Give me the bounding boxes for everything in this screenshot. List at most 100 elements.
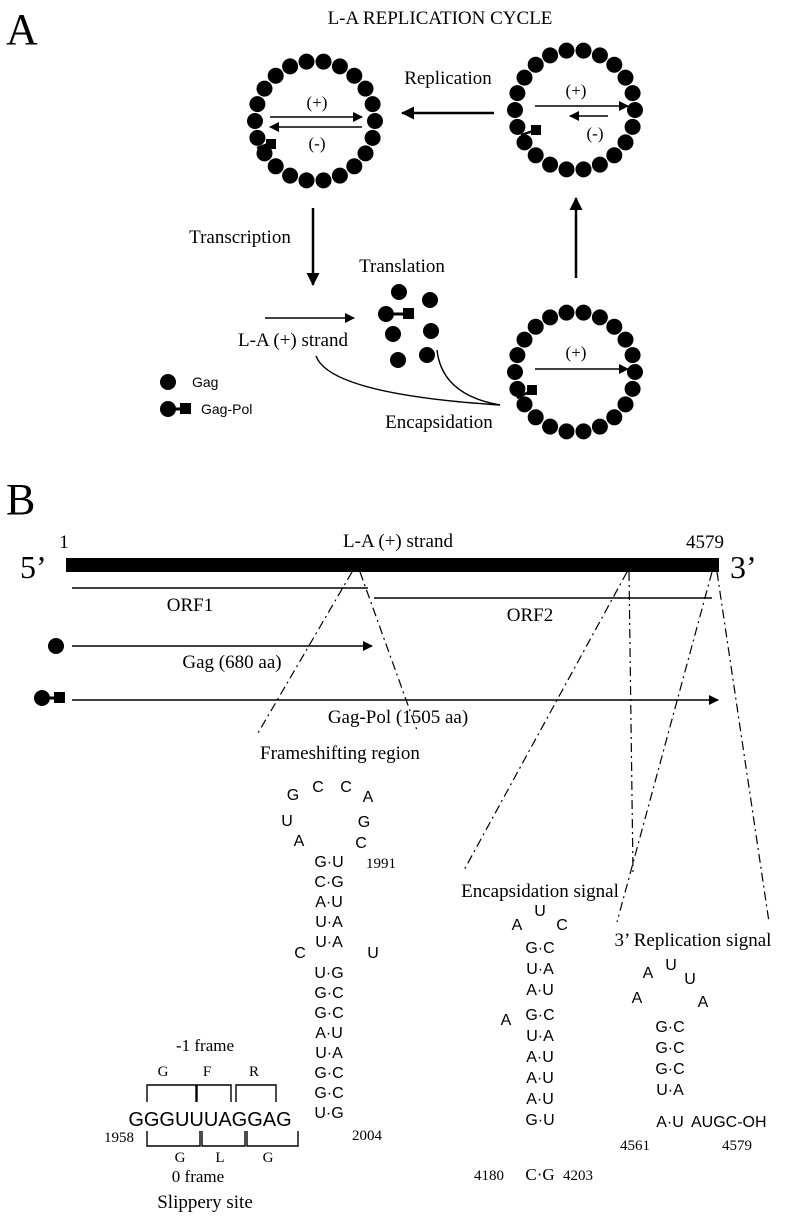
codon-minus1-3: R [249, 1064, 259, 1080]
capsid-bead [591, 156, 608, 173]
transcription-label: Transcription [189, 227, 291, 248]
capsid-bead [509, 347, 526, 364]
gag-pol-in-particle-2 [520, 125, 541, 137]
capsid-bead [627, 364, 643, 380]
enc-bulge: A [501, 1012, 512, 1029]
rep-closing-pair: A·U [656, 1114, 684, 1131]
capsid-bead [624, 347, 641, 364]
capsid-bead [606, 56, 623, 73]
capsid-bead [516, 331, 533, 348]
capsid-bead [509, 380, 526, 397]
capsid-bead [249, 96, 266, 113]
svg-text:C: C [312, 779, 324, 796]
minus-label-1: (-) [309, 134, 326, 153]
capsid-bead [558, 42, 575, 59]
base-pair: U·A [526, 1028, 554, 1045]
capsid-bead [606, 147, 623, 164]
capsid-bead [282, 58, 299, 75]
capsid-bead [624, 118, 641, 135]
capsid-bead [606, 318, 623, 335]
capsid-bead [591, 418, 608, 435]
svg-text:A: A [363, 789, 374, 806]
replication-label: Replication [404, 68, 492, 89]
capsid-bead [516, 396, 533, 413]
base-pair: G·C [655, 1061, 684, 1078]
base-pair: A·U [526, 1070, 554, 1087]
rep-guide-right [716, 571, 770, 923]
fs-bulge-left: C [294, 945, 306, 962]
capsid-bead [624, 85, 641, 102]
legend-gag-symbol [160, 374, 176, 390]
capsid-bead [331, 167, 348, 184]
capsid-bead [542, 156, 559, 173]
rep-3prime-tail: AUGC-OH [691, 1114, 767, 1131]
base-pair: G·U [314, 854, 343, 871]
base-pair: U·A [315, 934, 343, 951]
capsid-bead [575, 423, 592, 440]
base-pair: U·G [314, 965, 343, 982]
base-pair: A·U [315, 894, 343, 911]
capsid-bead [346, 67, 363, 84]
capsid-bead [527, 56, 544, 73]
plus-strand-label: L-A (+) strand [238, 330, 348, 351]
svg-text:U: U [534, 903, 546, 920]
svg-text:A: A [698, 994, 709, 1011]
cycle-title: L-A REPLICATION CYCLE [328, 8, 553, 29]
svg-text:C: C [556, 917, 568, 934]
capsid-bead [516, 134, 533, 151]
capsid-bead [575, 304, 592, 321]
orf2-label: ORF2 [507, 605, 553, 626]
pos-4579-b: 4579 [722, 1138, 752, 1154]
svg-text:U: U [665, 957, 677, 974]
svg-text:A: A [632, 990, 643, 1007]
svg-text:A: A [294, 833, 305, 850]
capsid-bead [249, 129, 266, 146]
gag-pol-symbol [34, 690, 65, 706]
capsid-bead [617, 134, 634, 151]
base-pair: G·C [314, 1065, 343, 1082]
base-pair: U·A [315, 1045, 343, 1062]
capsid-bead [267, 67, 284, 84]
translation-label: Translation [359, 256, 445, 277]
slippery-sequence: GGGUUUAGGAG [128, 1109, 291, 1131]
pos-1991: 1991 [366, 856, 396, 872]
capsid-bead [527, 147, 544, 164]
encapsidation-label: Encapsidation [385, 412, 493, 433]
svg-text:G: G [358, 814, 370, 831]
capsid-bead [247, 113, 263, 129]
capsid-bead [315, 172, 332, 189]
frameshift-region-label: Frameshifting region [260, 743, 420, 764]
capsid-bead [507, 102, 523, 118]
encapsidation-curve-strand [315, 355, 501, 406]
frameshift-stem-lower: U·GG·CG·CA·UU·AG·CG·CU·G [314, 965, 343, 1122]
base-pair: G·C [314, 1005, 343, 1022]
capsid-bead [331, 58, 348, 75]
base-pair: A·U [526, 1091, 554, 1108]
capsid-bead [624, 380, 641, 397]
svg-text:C: C [340, 779, 352, 796]
capsid-bead [357, 145, 374, 162]
svg-text:C: C [355, 835, 367, 852]
genome-bar [66, 558, 719, 572]
gag-label: Gag (680 aa) [182, 652, 281, 673]
fs-guide-left [257, 571, 353, 734]
base-pair: G·C [655, 1040, 684, 1057]
capsid-bead [606, 409, 623, 426]
base-pair: G·C [525, 940, 554, 957]
minus1-codon-brackets [146, 1084, 277, 1102]
base-pair: U·A [656, 1082, 684, 1099]
encapsidation-loop: A U C [512, 903, 568, 934]
pos-4180: 4180 [474, 1168, 504, 1184]
capsid-bead [558, 161, 575, 178]
enc-closing-pair: C·G [525, 1165, 554, 1184]
capsid-bead [507, 364, 523, 380]
capsid-bead [509, 85, 526, 102]
three-prime-end: 3’ [730, 549, 757, 585]
encapsidation-stem-upper: G·CU·AA·U [525, 940, 554, 999]
capsid-bead [298, 53, 315, 70]
plus-label-1: (+) [307, 93, 328, 112]
capsid-bead [364, 129, 381, 146]
svg-text:A: A [512, 917, 523, 934]
gag-pol-label: Gag-Pol (1505 aa) [328, 707, 468, 728]
